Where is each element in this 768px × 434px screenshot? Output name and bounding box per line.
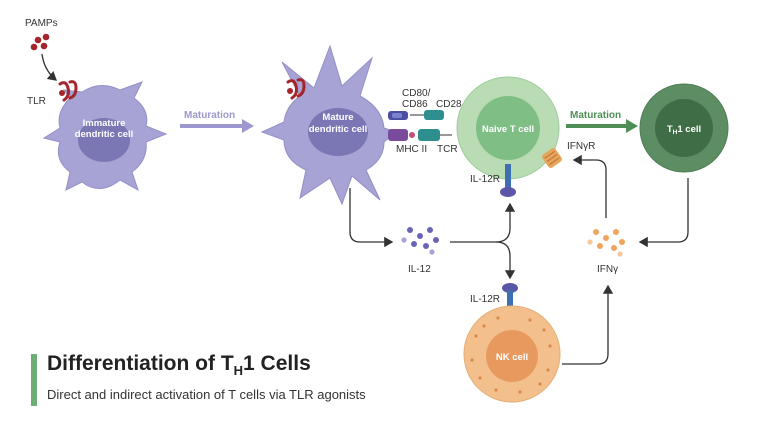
mature-label-1: Mature: [322, 112, 353, 123]
cd28-icon: [410, 110, 444, 120]
nk-cell-label: NK cell: [496, 352, 528, 363]
tlr-receptor-icon: [58, 80, 78, 102]
caption-title-sub: H: [233, 363, 244, 379]
th1-label-rest: 1 cell: [677, 124, 701, 135]
il12-to-nk-arrow: [495, 241, 516, 280]
dc-to-il12-arrow: [349, 188, 394, 248]
caption-block: Differentiation of TH1 Cells Direct and …: [31, 352, 451, 412]
tcr-label: TCR: [437, 144, 458, 155]
mhc-ii-icon: [388, 129, 415, 141]
caption-accent-bar: [31, 354, 37, 406]
maturation-arrow-2: [566, 119, 638, 133]
il12-to-naive-arrow: [450, 202, 516, 243]
ifng-to-ifngr-arrow: [572, 154, 607, 218]
caption-title-end: 1 Cells: [243, 352, 311, 375]
immature-label-2: dendritic cell: [75, 129, 134, 140]
il12r-nk-icon: [502, 283, 518, 316]
caption-subtitle: Direct and indirect activation of T cell…: [47, 387, 366, 402]
th1-label-h: H: [673, 129, 678, 136]
cd80-label-2: CD86: [402, 99, 428, 110]
nk-granules-icon: [470, 316, 552, 394]
ifng-molecules-icon: [587, 229, 625, 257]
il12r-nk-label: IL-12R: [470, 294, 500, 305]
il12-molecules-icon: [401, 227, 439, 255]
th1-label-t: T: [667, 124, 673, 135]
immature-label-1: Immature: [83, 118, 126, 129]
naive-t-cell-label: Naive T cell: [482, 124, 534, 135]
maturation-label-1: Maturation: [184, 110, 235, 121]
il12r-top-label: IL-12R: [470, 174, 500, 185]
cd28-label: CD28: [436, 99, 462, 110]
cd80-cd86-icon: [388, 111, 408, 120]
naive-t-cell-nucleus: [476, 96, 540, 160]
mature-nucleus: [308, 108, 368, 156]
mhc-ii-label: MHC II: [396, 144, 427, 155]
pamps-arrow: [41, 53, 57, 81]
ifng-label: IFNγ: [597, 264, 618, 275]
th1-to-ifng-arrow: [638, 178, 689, 248]
maturation-label-2: Maturation: [570, 110, 621, 121]
caption-title: Differentiation of TH1 Cells: [47, 352, 311, 378]
pamps-label: PAMPs: [25, 18, 58, 29]
ifngr-receptor-icon: [542, 148, 562, 168]
maturation-arrow-1: [180, 119, 254, 133]
mature-label-2: dendritic cell: [309, 124, 368, 135]
pamps-molecules: [30, 33, 50, 51]
ifngr-label: IFNγR: [567, 141, 595, 152]
caption-title-main: Differentiation of T: [47, 352, 234, 375]
nk-to-ifng-arrow: [562, 284, 614, 365]
immature-nucleus: [78, 118, 130, 162]
il12r-top-icon: [500, 164, 516, 197]
nk-cell-nucleus: [486, 330, 538, 382]
cd80-label-1: CD80/: [402, 88, 431, 99]
il12-label: IL-12: [408, 264, 431, 275]
th1-cell-nucleus: [655, 99, 713, 157]
th1-cell-label: TH1 cell: [667, 124, 701, 136]
tcr-icon: [418, 129, 452, 141]
mature-tlr-icon: [286, 78, 306, 100]
tlr-label: TLR: [27, 96, 46, 107]
